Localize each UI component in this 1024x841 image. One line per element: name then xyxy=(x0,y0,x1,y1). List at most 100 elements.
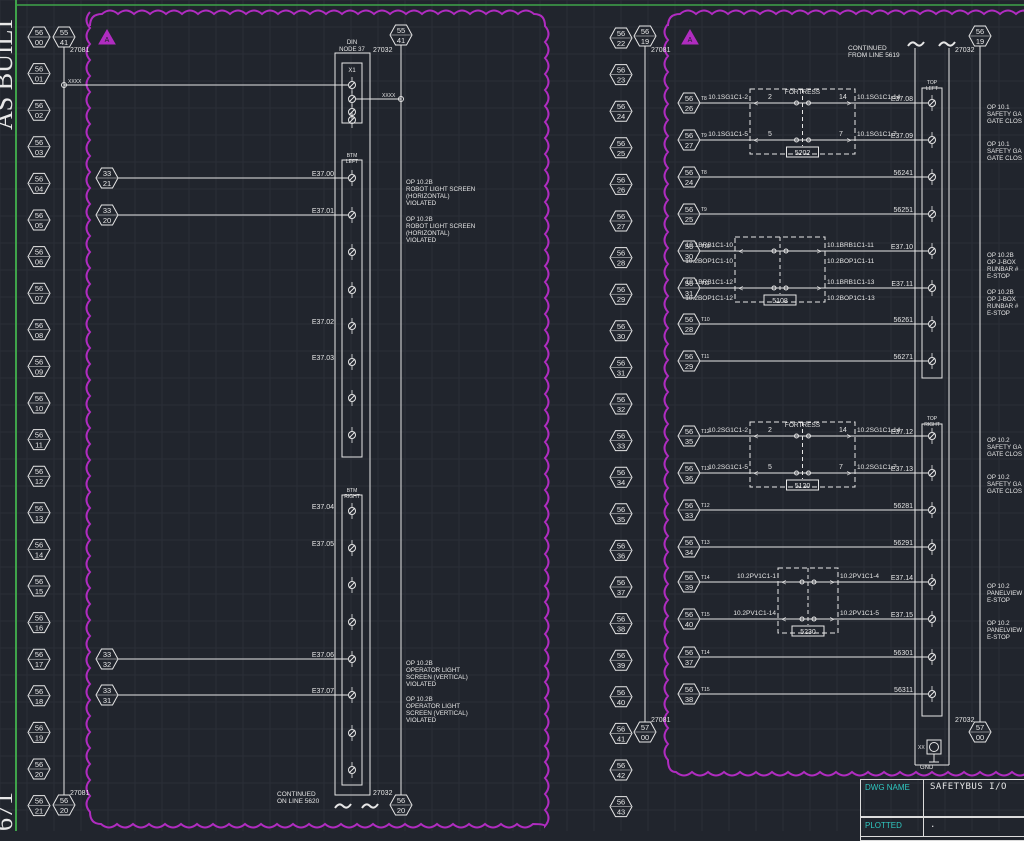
tag-bottom: 00 xyxy=(35,38,43,47)
tag-bottom: 15 xyxy=(35,587,43,596)
tag-top: 56 xyxy=(685,501,693,510)
input-description: OP 10.2 xyxy=(987,583,1010,590)
signal-label: E37.05 xyxy=(312,541,334,548)
input-terminal-icon xyxy=(349,651,356,667)
input-description: (HORIZONTAL) xyxy=(406,193,450,200)
connector-left-icon: < xyxy=(754,136,759,145)
signal-label: E37.00 xyxy=(312,171,334,178)
device-right-label-lower: 10.2BOP1C1-13 xyxy=(827,295,875,302)
tag-bottom: 34 xyxy=(617,478,625,487)
signal-label: 56291 xyxy=(894,540,914,547)
tag-top: 33 xyxy=(103,686,111,695)
tag-bottom: 02 xyxy=(35,111,43,120)
device-pin: 7 xyxy=(839,131,843,138)
tag-bottom: 13 xyxy=(35,514,43,523)
device-left-label: 10.1BRB1C1-12 xyxy=(686,279,734,286)
device-name: FORTRESS xyxy=(785,422,821,429)
rail-left-bottom-label: 27081 xyxy=(651,717,671,724)
input-terminal-icon xyxy=(349,540,356,556)
input-description: VIOLATED xyxy=(406,717,437,724)
input-description: GATE CLOS xyxy=(987,451,1022,458)
input-description: SCREEN (VERTICAL) xyxy=(406,674,468,681)
sheet-number-watermark: 671 xyxy=(0,792,18,831)
input-description: RUNBAR # xyxy=(987,266,1019,273)
signal-label: 56261 xyxy=(894,317,914,324)
terminal-slash xyxy=(349,96,355,102)
signal-label: E37.06 xyxy=(312,652,334,659)
device-right-label: 10.1BRB1C1-11 xyxy=(827,242,874,249)
tag-top: 56 xyxy=(617,175,625,184)
line-ref-24: 5624 xyxy=(610,101,632,121)
terminal-slash xyxy=(929,285,935,291)
tag-bottom: 39 xyxy=(685,583,693,592)
signal-label: E37.14 xyxy=(891,575,913,582)
input-description: GATE CLOS xyxy=(987,155,1022,162)
input-description: RUNBAR # xyxy=(987,303,1019,310)
jumper-label: XXXX xyxy=(382,93,396,99)
device-right-label: 10.1BRB1C1-13 xyxy=(827,279,875,286)
line-ref-29: 5629 xyxy=(610,284,632,304)
input-description: E-STOP xyxy=(987,273,1010,280)
tag-top: 56 xyxy=(617,688,625,697)
terminal-slash xyxy=(349,692,355,698)
terminal-slash xyxy=(929,358,935,364)
tag-bottom: 11 xyxy=(35,441,43,450)
rail-left-bottom-label: 27081 xyxy=(70,790,90,797)
tag-bottom: 43 xyxy=(617,808,625,817)
block-label: RIGHT xyxy=(344,494,360,500)
tag-top: 56 xyxy=(685,685,693,694)
tag-top: 56 xyxy=(617,468,625,477)
tag-top: 56 xyxy=(685,648,693,657)
input-terminal-icon xyxy=(929,206,936,222)
tag-top: 33 xyxy=(103,650,111,659)
tag-bottom: 41 xyxy=(60,38,68,47)
rail-right-label: 27032 xyxy=(373,47,393,54)
tag-bottom: 40 xyxy=(617,698,625,707)
input-terminal-icon xyxy=(929,574,936,590)
signal-label: E37.01 xyxy=(312,208,334,215)
terminal-slash xyxy=(929,100,935,106)
input-terminal-icon xyxy=(929,539,936,555)
tag-top: 56 xyxy=(617,541,625,550)
tag-top: 56 xyxy=(685,315,693,324)
ground-terminal-icon xyxy=(930,743,939,752)
module-header: DIN xyxy=(347,40,357,46)
input-description: OP 10.2 xyxy=(987,620,1010,627)
tag-top: 56 xyxy=(617,139,625,148)
device-left-label: 10.2SG1C1-2 xyxy=(708,427,748,434)
input-source-tag: 5626 xyxy=(678,93,700,113)
tag-top: 56 xyxy=(35,101,43,110)
rail-left-top-tag: 5619 xyxy=(634,26,656,46)
signal-label: 56271 xyxy=(894,354,914,361)
device-pin: 5 xyxy=(768,464,772,471)
input-terminal-icon xyxy=(929,353,936,369)
break-icon-left xyxy=(335,804,351,808)
terminal-slash xyxy=(349,212,355,218)
tag-top: 56 xyxy=(617,761,625,770)
terminal-slash xyxy=(349,82,355,88)
line-ref-25: 5625 xyxy=(610,138,632,158)
terminal-slash xyxy=(349,287,355,293)
tx-label: T15 xyxy=(701,687,710,693)
input-description: SAFETY GA xyxy=(987,481,1022,488)
revision-triangle-icon: A xyxy=(99,30,115,44)
tag-top: 56 xyxy=(35,394,43,403)
tag-top: 57 xyxy=(976,723,984,732)
tag-bottom: 41 xyxy=(617,734,625,743)
device-pin: 7 xyxy=(839,464,843,471)
